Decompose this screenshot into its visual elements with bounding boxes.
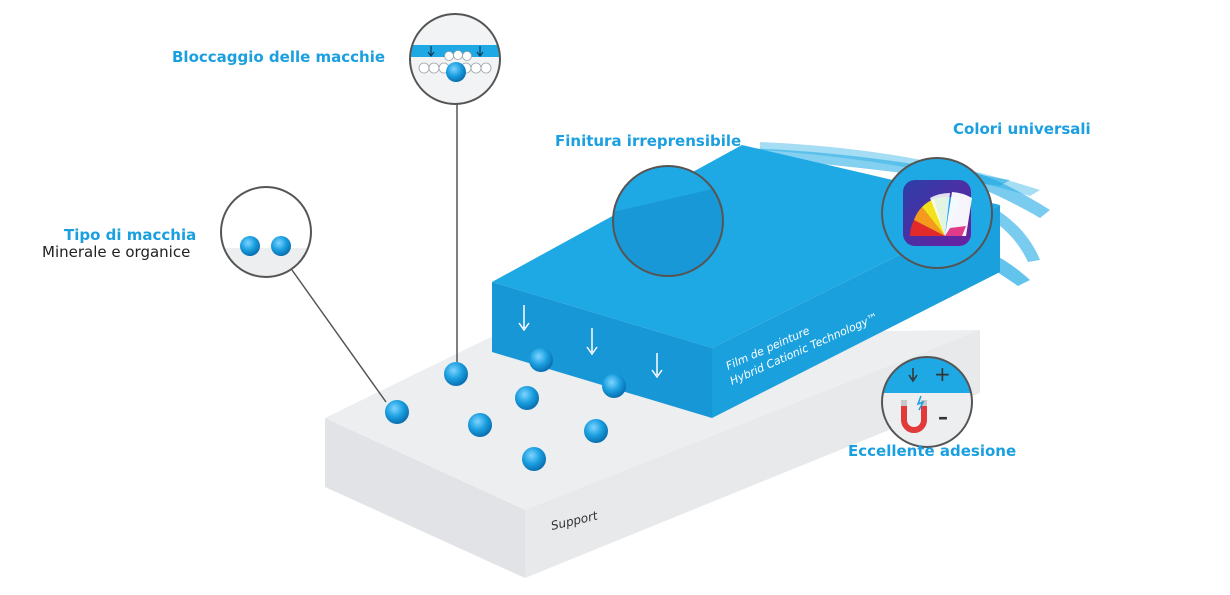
droplet — [602, 374, 626, 398]
droplet — [385, 400, 409, 424]
support-top-face — [325, 330, 980, 510]
film-top-face — [492, 145, 1000, 348]
label-stain-blocking: Bloccaggio delle macchie — [172, 48, 386, 66]
label-stain-type-sub: Minerale e organice — [42, 243, 191, 261]
adhesion-minus-sign: – — [938, 405, 948, 429]
label-colors: Colori universali — [953, 120, 1091, 138]
droplet — [444, 362, 468, 386]
label-stain-type: Tipo di macchia — [64, 226, 197, 244]
droplet — [529, 348, 553, 372]
stain-droplets-icon — [220, 186, 312, 278]
stain-droplets — [385, 348, 626, 471]
stain-blocking-icon — [409, 13, 501, 105]
support-side-face — [525, 330, 980, 578]
color-fan-icon — [881, 157, 993, 269]
droplet — [584, 419, 608, 443]
leader-lines — [291, 104, 458, 403]
support-front-face — [325, 418, 525, 578]
label-finish: Finitura irreprensibile — [555, 132, 742, 150]
droplet — [468, 413, 492, 437]
droplet — [515, 386, 539, 410]
droplet — [522, 447, 546, 471]
label-adhesion: Eccellente adesione — [848, 442, 1017, 460]
arrow-down-icon — [518, 305, 663, 379]
film-front-face — [492, 282, 712, 418]
support-slab: Support — [325, 330, 980, 578]
adhesion-plus-sign: + — [934, 362, 951, 386]
